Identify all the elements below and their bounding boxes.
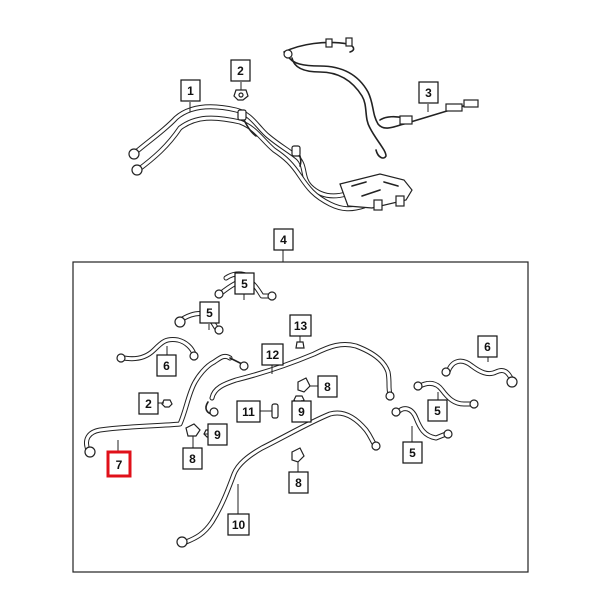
callout-box-5-d[interactable] <box>402 441 423 464</box>
nut-part-2 <box>233 89 249 101</box>
callout-box-9-b[interactable] <box>291 400 312 423</box>
bracket-part-8-c <box>291 447 305 463</box>
fuel-tube-bundle-assembly <box>128 104 413 212</box>
callout-label-9-b: 9 <box>298 405 305 419</box>
callout-label-9-a: 9 <box>214 428 221 442</box>
callout-box-3[interactable] <box>418 81 439 104</box>
tube-connector <box>445 103 463 112</box>
bolt-part-13 <box>295 341 305 349</box>
callout-label-5-b: 5 <box>206 306 213 320</box>
tube-part-6-right <box>441 358 518 388</box>
tube-connector <box>399 115 413 125</box>
callout-box-4[interactable] <box>273 228 294 251</box>
callout-box-6-left[interactable] <box>156 354 177 377</box>
callout-label-5-c: 5 <box>434 404 441 418</box>
callout-label-4: 4 <box>280 233 287 247</box>
connector-post <box>395 195 405 207</box>
callout-label-7: 7 <box>116 458 123 472</box>
tube-connector <box>463 99 479 108</box>
callout-label-1: 1 <box>187 84 194 98</box>
bracket-part-8-b <box>297 377 311 393</box>
callout-box-13[interactable] <box>289 314 312 337</box>
tube-part-5-right-upper <box>413 380 479 409</box>
callout-label-11: 11 <box>242 405 255 419</box>
tube-part-7 <box>84 353 249 458</box>
tube-part-6-left <box>116 337 199 363</box>
nut-part-2-inner <box>161 399 173 408</box>
callout-box-7-highlighted[interactable] <box>106 450 132 478</box>
callout-box-2-top[interactable] <box>230 59 251 82</box>
callout-box-6-right[interactable] <box>477 335 498 358</box>
callout-label-13: 13 <box>294 319 308 333</box>
callout-box-5-b[interactable] <box>199 301 220 324</box>
callout-box-10[interactable] <box>227 513 250 536</box>
tube-end-fitting <box>128 148 140 160</box>
tube-clip <box>325 38 333 48</box>
callout-label-8-b: 8 <box>324 380 331 394</box>
callout-box-5-a[interactable] <box>234 272 255 295</box>
callout-box-8-a[interactable] <box>182 447 203 470</box>
tube-end-fitting <box>131 164 143 176</box>
callout-box-8-b[interactable] <box>317 375 338 398</box>
callout-label-6-right: 6 <box>484 340 491 354</box>
callout-label-12: 12 <box>266 348 280 362</box>
callout-box-12[interactable] <box>261 343 284 366</box>
callout-box-11[interactable] <box>236 400 261 423</box>
callout-label-8-c: 8 <box>295 476 302 490</box>
callout-box-2-inner[interactable] <box>138 392 159 415</box>
tube-part-5-right-lower <box>391 406 453 441</box>
tube-part-12 <box>205 341 395 417</box>
callout-box-5-c[interactable] <box>427 399 448 422</box>
callout-box-9-a[interactable] <box>207 423 228 446</box>
callout-label-3: 3 <box>425 86 432 100</box>
kit-frame <box>72 261 529 573</box>
callout-label-5-d: 5 <box>409 446 416 460</box>
callout-label-6-left: 6 <box>163 359 170 373</box>
bracket-part-8-a <box>185 423 201 437</box>
upper-tube-harness <box>283 37 479 159</box>
callout-label-8-a: 8 <box>189 452 196 466</box>
tube-clip <box>237 109 247 121</box>
callout-label-10: 10 <box>232 518 246 532</box>
connector-post <box>373 199 383 211</box>
tube-part-10 <box>176 410 381 548</box>
callout-label-5-a: 5 <box>241 277 248 291</box>
tube-clip <box>291 145 301 157</box>
tube-clip <box>345 37 353 47</box>
callout-label-2-inner: 2 <box>145 397 152 411</box>
tube-end-fitting <box>283 49 293 59</box>
fitting-part-11 <box>271 403 279 419</box>
callout-label-2-top: 2 <box>237 64 244 78</box>
callout-box-1[interactable] <box>180 79 201 102</box>
callout-box-8-c[interactable] <box>288 471 309 494</box>
